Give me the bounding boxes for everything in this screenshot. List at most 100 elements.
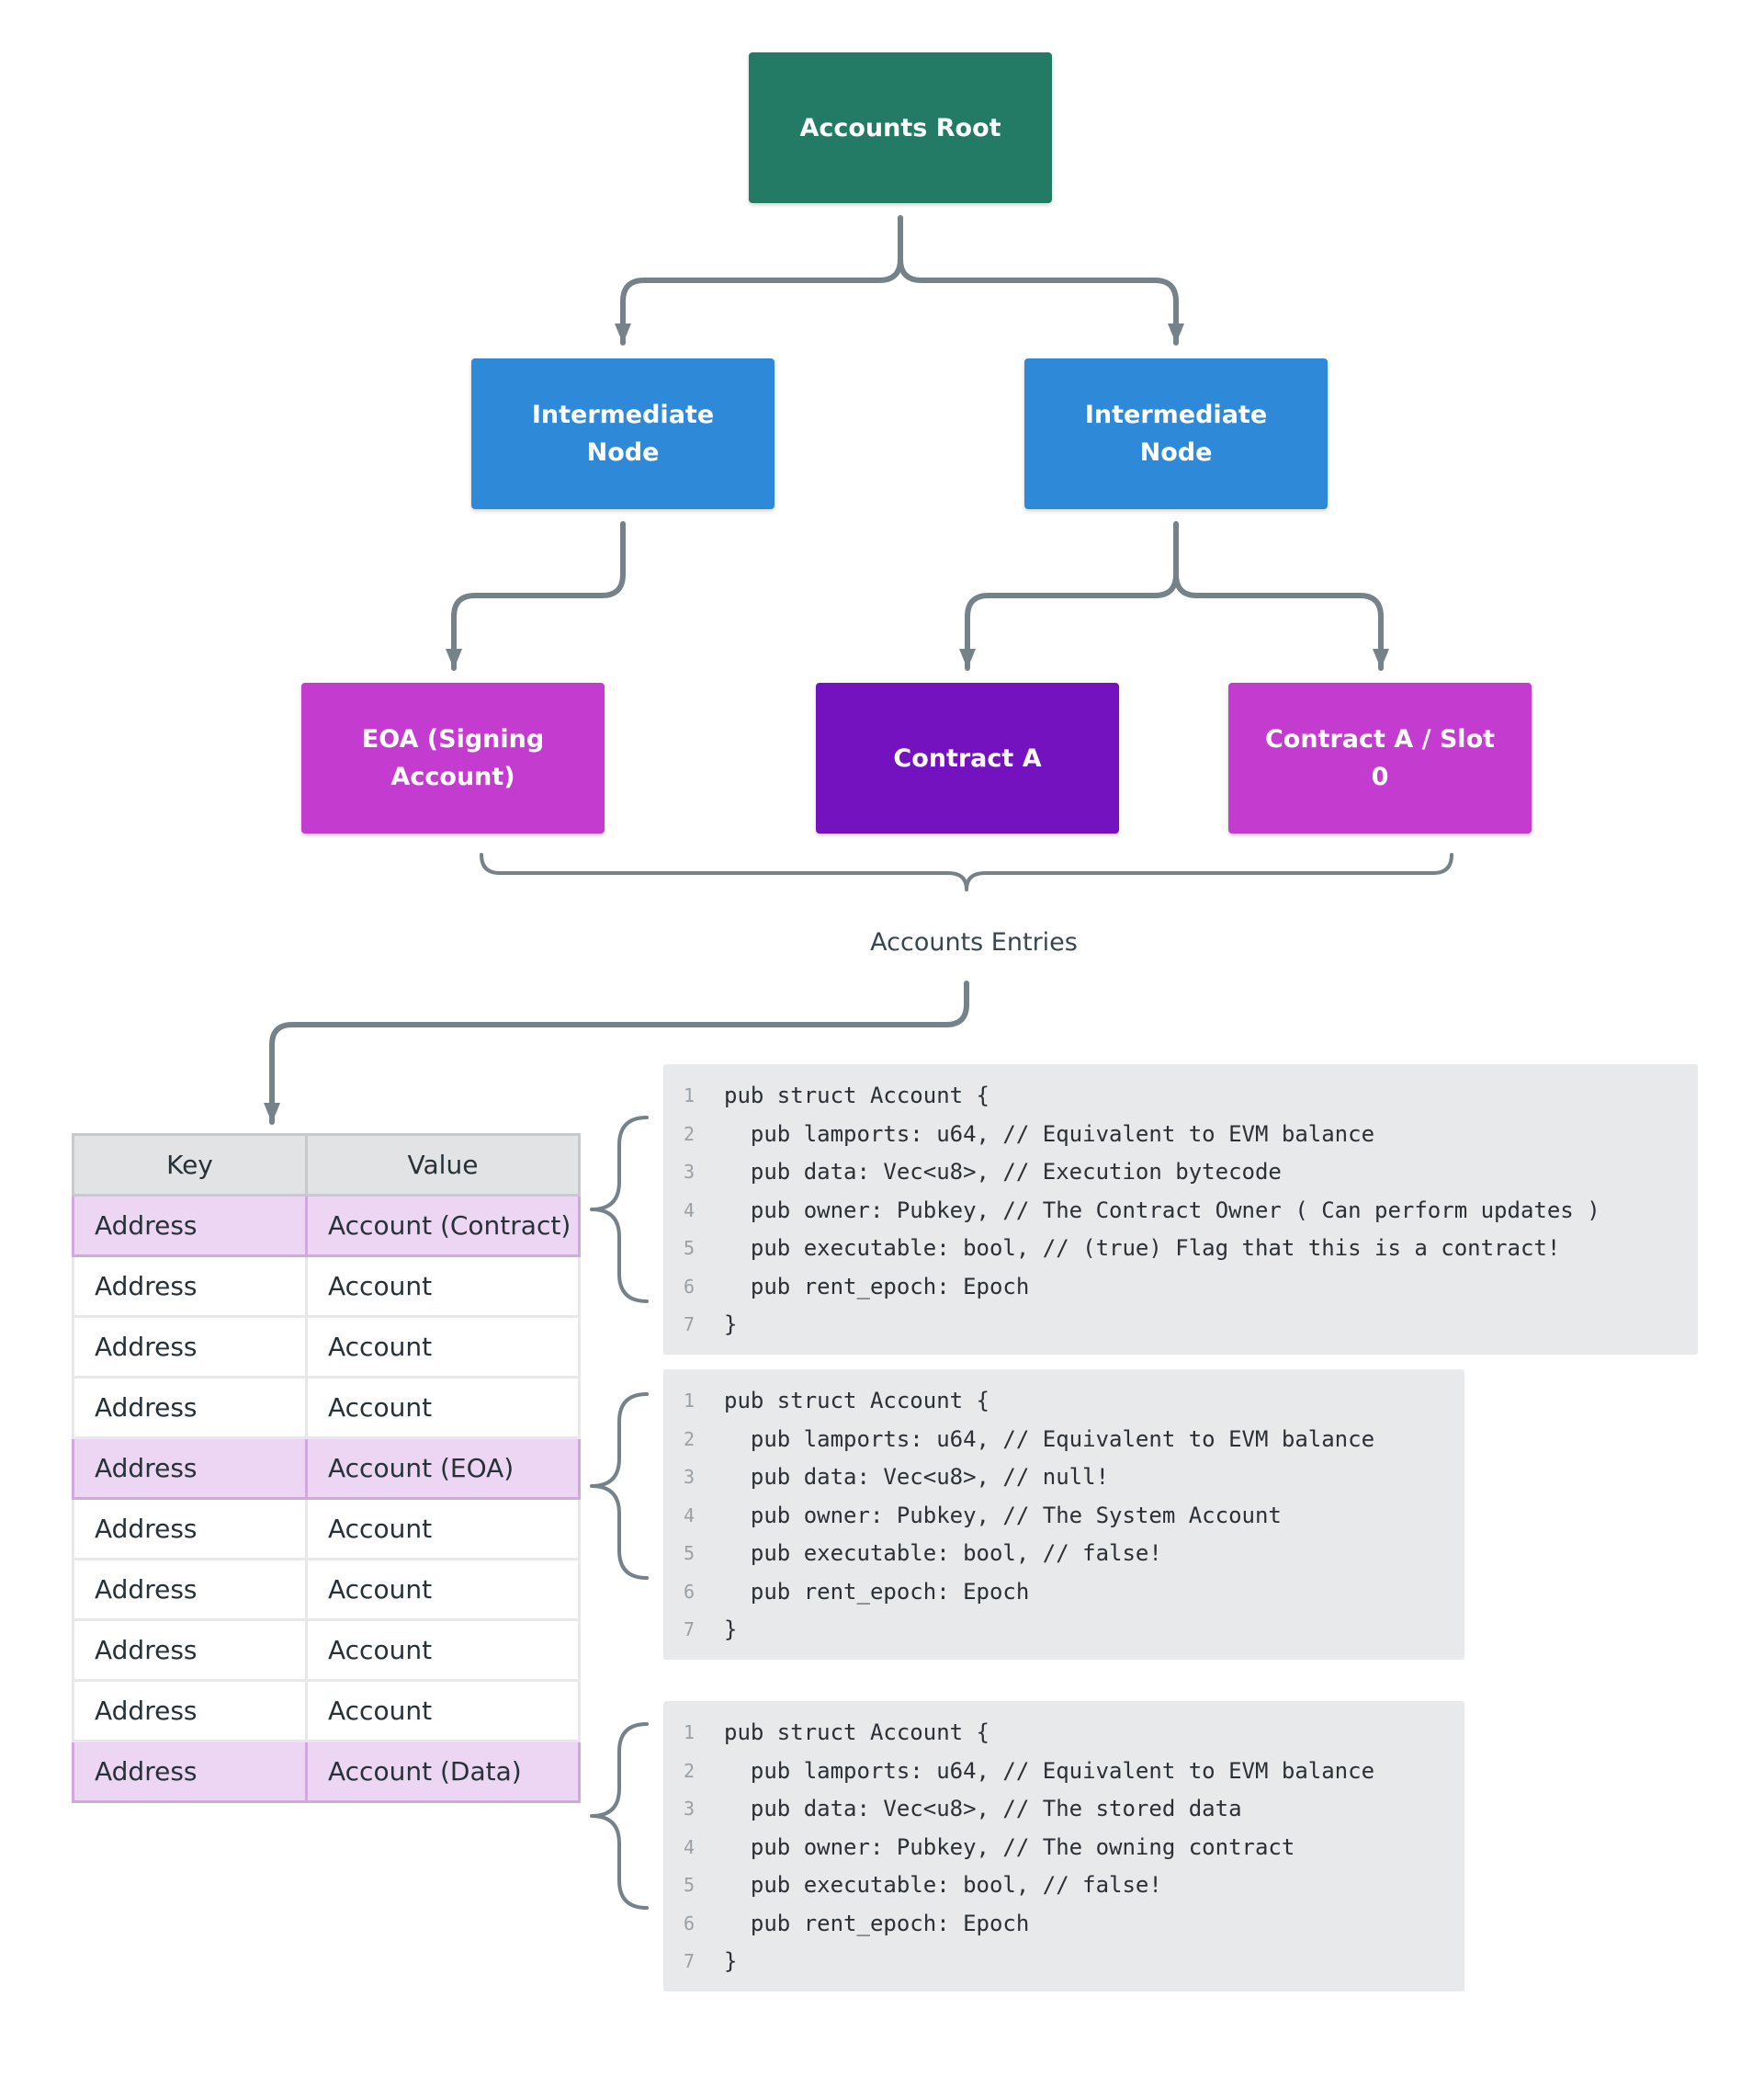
code-line: 4 pub owner: Pubkey, // The owning contr… xyxy=(663,1829,1464,1867)
code-text: pub executable: bool, // (true) Flag tha… xyxy=(724,1235,1561,1261)
key-cell: Address xyxy=(72,1558,308,1621)
line-number: 7 xyxy=(683,1313,695,1335)
code-brace-contract xyxy=(590,1116,649,1303)
contract-slot-entry-label: Contract A / Slot 0 xyxy=(1264,725,1496,791)
code-line: 5 pub executable: bool, // (true) Flag t… xyxy=(663,1230,1698,1268)
code-text: } xyxy=(724,1617,738,1642)
code-text: pub rent_epoch: Epoch xyxy=(724,1578,1030,1605)
code-text: pub struct Account { xyxy=(724,1388,989,1413)
line-number: 3 xyxy=(683,1798,695,1820)
key-cell: Address xyxy=(72,1194,308,1257)
value-cell: Account xyxy=(305,1618,581,1682)
line-number: 4 xyxy=(683,1503,695,1526)
edge-right-node-to-contract xyxy=(959,521,1179,671)
code-line: 4 pub owner: Pubkey, // The System Accou… xyxy=(663,1497,1464,1536)
entries-brace xyxy=(480,853,1453,891)
code-text: pub owner: Pubkey, // The System Account xyxy=(724,1502,1282,1528)
code-text: pub data: Vec<u8>, // null! xyxy=(724,1464,1110,1490)
edge-root-to-left-node xyxy=(615,215,903,346)
accounts-root-label: Accounts Root xyxy=(799,113,1001,142)
code-brace-eoa xyxy=(590,1392,649,1580)
accounts-root-node: Accounts Root xyxy=(749,52,1052,203)
code-text: pub data: Vec<u8>, // The stored data xyxy=(724,1796,1242,1821)
code-line: 7} xyxy=(663,1611,1464,1650)
accounts-entries-label: Accounts Entries xyxy=(870,928,1078,957)
code-text: pub rent_epoch: Epoch xyxy=(724,1273,1030,1299)
line-number: 6 xyxy=(683,1275,695,1298)
value-cell: Account xyxy=(305,1679,581,1742)
contract-account-code-block: 1 pub struct Account { 2 pub lamports: u64… xyxy=(663,1064,1698,1355)
code-line: 2 pub lamports: u64, // Equivalent to EV… xyxy=(663,1753,1464,1791)
key-cell: Address xyxy=(72,1436,308,1500)
key-cell: Address xyxy=(72,1679,308,1742)
code-text: pub lamports: u64, // Equivalent to EVM … xyxy=(724,1757,1375,1784)
line-number: 4 xyxy=(683,1198,695,1221)
code-line: 3 pub data: Vec<u8>, // Execution byteco… xyxy=(663,1153,1698,1192)
key-cell: Address xyxy=(72,1376,308,1439)
intermediate-node-right: Intermediate Node xyxy=(1024,358,1328,509)
line-number: 1 xyxy=(683,1084,695,1106)
line-number: 2 xyxy=(683,1759,695,1782)
code-line: 6 pub rent_epoch: Epoch xyxy=(663,1573,1464,1612)
line-number: 3 xyxy=(683,1161,695,1183)
contract-entry-label: Contract A xyxy=(893,743,1042,773)
line-number: 1 xyxy=(683,1390,695,1412)
line-number: 6 xyxy=(683,1580,695,1603)
code-text: pub rent_epoch: Epoch xyxy=(724,1910,1030,1936)
code-line: 1 pub struct Account { xyxy=(663,1382,1464,1421)
code-line: 7} xyxy=(663,1306,1698,1344)
value-cell: Account xyxy=(305,1558,581,1621)
line-number: 7 xyxy=(683,1618,695,1640)
intermediate-node-right-label: Intermediate Node xyxy=(1084,401,1268,467)
code-line: 6 pub rent_epoch: Epoch xyxy=(663,1268,1698,1307)
value-cell: Account xyxy=(305,1497,581,1560)
contract-entry-node: Contract A xyxy=(816,683,1119,834)
edge-root-to-right-node xyxy=(898,256,1184,346)
value-cell: Account (Data) xyxy=(305,1740,581,1803)
key-cell: Address xyxy=(72,1315,308,1379)
edge-right-node-to-slot xyxy=(1173,572,1389,671)
key-cell: Address xyxy=(72,1497,308,1560)
code-text: pub struct Account { xyxy=(724,1083,989,1108)
code-text: pub data: Vec<u8>, // Execution bytecode xyxy=(724,1159,1282,1185)
line-number: 5 xyxy=(683,1237,695,1259)
line-number: 6 xyxy=(683,1912,695,1934)
key-cell: Address xyxy=(72,1740,308,1803)
eoa-account-code-block: 1 pub struct Account { 2 pub lamports: u64… xyxy=(663,1369,1464,1660)
code-brace-data xyxy=(590,1722,649,1910)
contract-slot-entry-node: Contract A / Slot 0 xyxy=(1228,683,1532,834)
line-number: 7 xyxy=(683,1950,695,1972)
key-cell: Address xyxy=(72,1618,308,1682)
value-cell: Account xyxy=(305,1376,581,1439)
value-cell: Account (Contract) xyxy=(305,1194,581,1257)
code-line: 4 pub owner: Pubkey, // The Contract Own… xyxy=(663,1192,1698,1231)
code-line: 5 pub executable: bool, // false! xyxy=(663,1535,1464,1573)
code-text: pub executable: bool, // false! xyxy=(724,1540,1162,1566)
code-line: 2 pub lamports: u64, // Equivalent to EV… xyxy=(663,1421,1464,1459)
code-line: 6 pub rent_epoch: Epoch xyxy=(663,1905,1464,1944)
line-number: 1 xyxy=(683,1721,695,1743)
code-text: pub lamports: u64, // Equivalent to EVM … xyxy=(724,1120,1375,1147)
eoa-entry-node: EOA (Signing Account) xyxy=(301,683,605,834)
table-header-row: Key Value xyxy=(72,1133,581,1197)
code-line: 2 pub lamports: u64, // Equivalent to EV… xyxy=(663,1116,1698,1154)
line-number: 5 xyxy=(683,1542,695,1564)
code-line: 5 pub executable: bool, // false! xyxy=(663,1866,1464,1905)
value-column-header: Value xyxy=(305,1133,581,1197)
line-number: 2 xyxy=(683,1122,695,1145)
value-cell: Account xyxy=(305,1315,581,1379)
code-text: } xyxy=(724,1948,738,1974)
code-line: 3 pub data: Vec<u8>, // null! xyxy=(663,1458,1464,1497)
